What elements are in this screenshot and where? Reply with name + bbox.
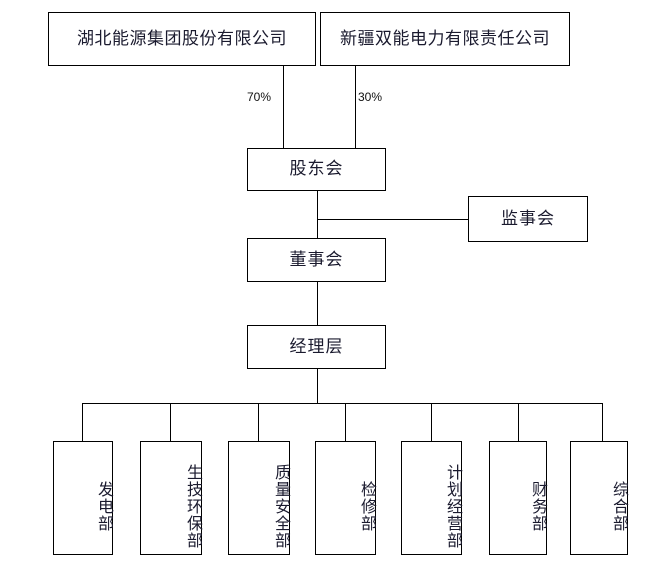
node-dept-planning-operation-label: 计划经营部 [444,463,461,549]
connector-bus-to-dept-6 [518,403,519,441]
connector-shareholder-2-to-meeting [355,66,356,148]
node-dept-maintenance-label: 检修部 [358,480,375,532]
node-dept-general-affairs-label: 综合部 [610,480,627,532]
node-dept-power-generation[interactable]: 发电部 [53,441,113,555]
node-dept-finance-label: 财务部 [529,480,546,532]
edge-label-stake-30: 30% [358,90,383,104]
node-shareholders-meeting[interactable]: 股东会 [247,148,386,191]
node-dept-general-affairs[interactable]: 综合部 [570,441,628,555]
connector-bus-to-dept-2 [170,403,171,441]
node-dept-finance[interactable]: 财务部 [489,441,547,555]
node-dept-power-generation-label: 发电部 [95,480,112,532]
connector-meeting-to-directors [317,191,318,238]
node-dept-production-environment-label: 生技环保部 [184,463,201,549]
connector-meeting-to-supervisory [317,219,468,220]
node-dept-production-environment[interactable]: 生技环保部 [140,441,202,555]
connector-directors-to-management [317,282,318,325]
node-supervisory-board[interactable]: 监事会 [468,196,588,242]
node-shareholder-1-label: 湖北能源集团股份有限公司 [77,28,287,48]
edge-label-stake-70: 70% [247,90,272,104]
node-supervisory-board-label: 监事会 [501,208,555,228]
node-shareholder-2[interactable]: 新疆双能电力有限责任公司 [320,12,570,66]
node-shareholder-1[interactable]: 湖北能源集团股份有限公司 [48,12,316,66]
node-dept-quality-safety-label: 质量安全部 [272,463,289,549]
node-dept-quality-safety[interactable]: 质量安全部 [228,441,290,555]
connector-department-bus [82,403,603,404]
connector-shareholder-1-to-meeting [283,66,284,148]
node-dept-maintenance[interactable]: 检修部 [315,441,376,555]
node-board-of-directors-label: 董事会 [289,249,344,269]
connector-bus-to-dept-1 [82,403,83,441]
connector-bus-to-dept-3 [258,403,259,441]
connector-management-to-bus [317,369,318,403]
connector-bus-to-dept-4 [345,403,346,441]
node-dept-planning-operation[interactable]: 计划经营部 [401,441,462,555]
node-board-of-directors[interactable]: 董事会 [247,238,386,282]
connector-bus-to-dept-5 [431,403,432,441]
node-shareholder-2-label: 新疆双能电力有限责任公司 [340,28,550,48]
node-management-layer[interactable]: 经理层 [247,325,386,369]
connector-bus-to-dept-7 [602,403,603,441]
node-management-layer-label: 经理层 [289,336,344,356]
node-shareholders-meeting-label: 股东会 [289,159,344,179]
